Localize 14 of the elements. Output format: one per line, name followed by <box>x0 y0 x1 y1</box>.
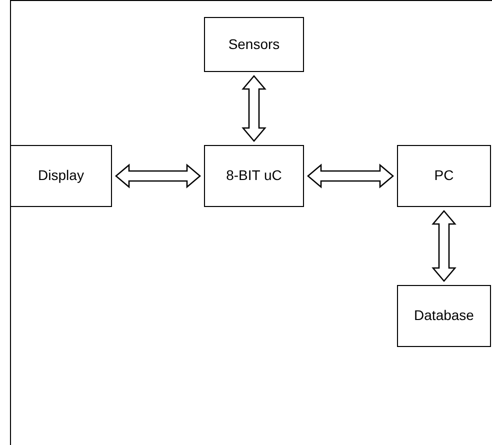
double-arrow <box>432 210 456 282</box>
box-label: Sensors <box>228 36 280 54</box>
box-label: Display <box>38 167 84 185</box>
process-box <box>397 145 491 207</box>
process-box <box>10 145 112 207</box>
double-arrow <box>242 75 266 142</box>
box-label: 8-BIT uC <box>226 167 282 185</box>
box-label: Database <box>414 307 474 325</box>
double-arrow <box>307 164 394 188</box>
double-arrow <box>115 164 201 188</box>
process-box <box>204 145 304 207</box>
process-box <box>397 285 491 347</box>
box-label: PC <box>434 167 454 185</box>
process-box <box>204 17 304 72</box>
